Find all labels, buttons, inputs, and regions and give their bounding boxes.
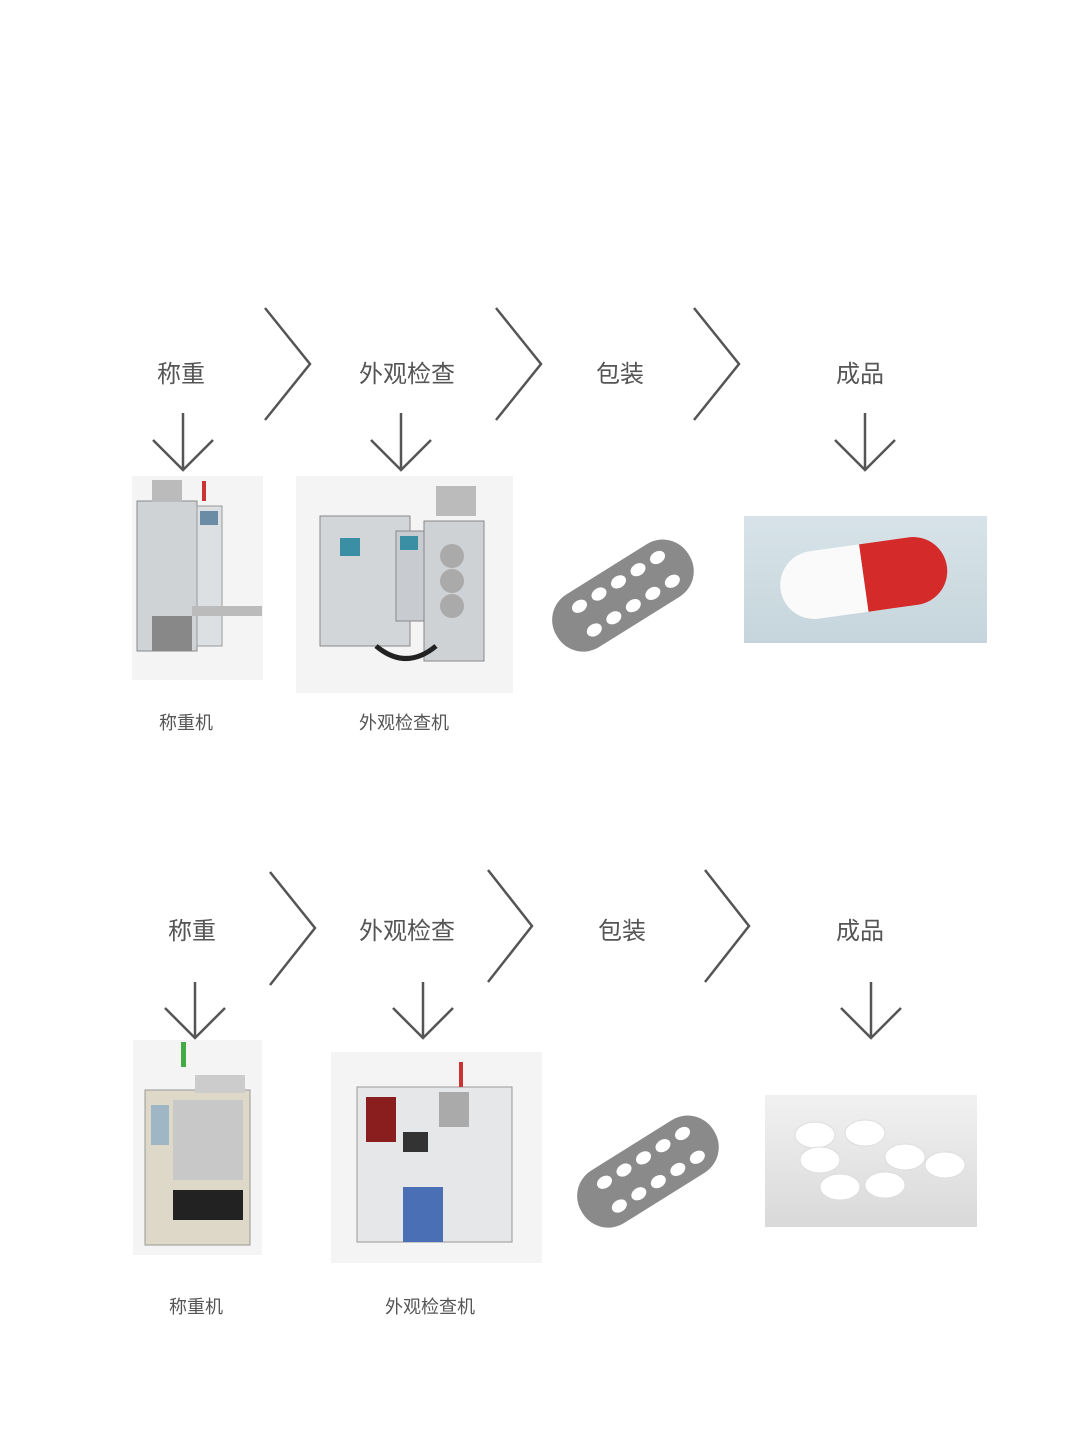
caption-inspection-machine: 外观检查机: [385, 1297, 475, 1318]
blister-pack-icon: [552, 539, 694, 652]
chevron-right-icon: [487, 869, 534, 983]
arrow-down-icon: [840, 982, 902, 1040]
weighing-machine-image: [133, 1040, 262, 1255]
arrow-down-icon: [152, 413, 214, 472]
blister-pack-icon: [577, 1115, 719, 1228]
arrow-down-icon: [370, 413, 432, 472]
step-packaging: 包装: [596, 360, 644, 388]
step-weighing: 称重: [168, 917, 216, 945]
arrow-down-icon: [392, 982, 454, 1040]
chevron-right-icon: [269, 871, 317, 986]
chevron-right-icon: [495, 307, 543, 421]
step-product: 成品: [836, 360, 884, 388]
step-weighing: 称重: [157, 360, 205, 388]
caption-weighing-machine: 称重机: [169, 1297, 223, 1318]
step-inspection: 外观检查: [359, 360, 455, 388]
inspection-machine-image: [296, 476, 513, 693]
chevron-right-icon: [264, 307, 312, 421]
capsule-image: [744, 516, 987, 643]
weighing-machine-image: [132, 476, 263, 680]
arrow-down-icon: [834, 413, 896, 472]
tablets-image: [765, 1095, 977, 1227]
inspection-machine-image: [331, 1052, 542, 1263]
step-inspection: 外观检查: [359, 917, 455, 945]
step-packaging: 包装: [598, 917, 646, 945]
caption-inspection-machine: 外观检查机: [359, 713, 449, 734]
chevron-right-icon: [704, 869, 751, 983]
arrow-down-icon: [164, 982, 226, 1040]
chevron-right-icon: [693, 307, 741, 421]
step-product: 成品: [836, 917, 884, 945]
caption-weighing-machine: 称重机: [159, 713, 213, 734]
